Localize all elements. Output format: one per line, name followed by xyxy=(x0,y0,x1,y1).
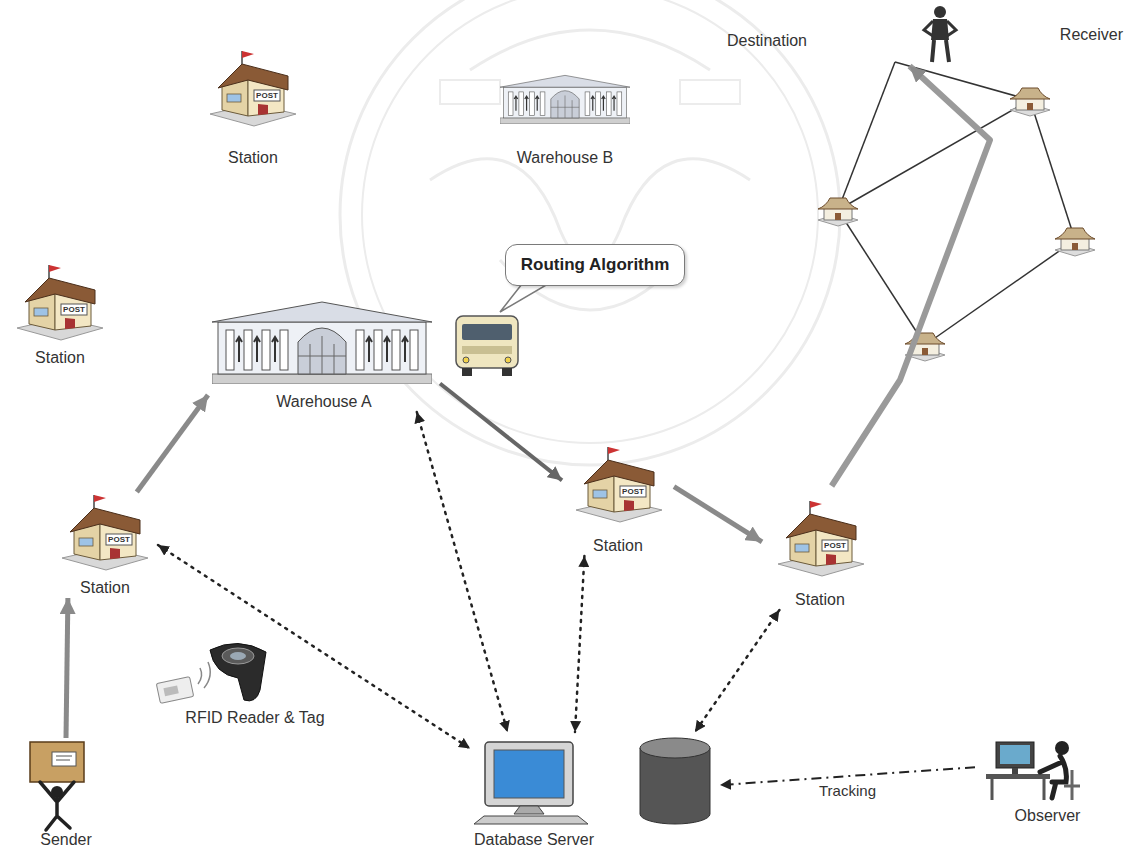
node-label: Receiver xyxy=(1060,25,1123,45)
rfid-node: RFID Reader & Tag xyxy=(150,640,360,728)
connector xyxy=(137,395,208,492)
node-label: Observer xyxy=(1015,806,1081,826)
connector xyxy=(575,556,584,732)
connector xyxy=(695,610,779,732)
edge-label: Tracking xyxy=(816,782,879,800)
network-links xyxy=(838,62,1075,345)
sender-figure xyxy=(30,742,84,830)
rfid-reader-and-tag xyxy=(156,643,266,703)
sender-node: Sender xyxy=(18,738,114,850)
connector xyxy=(832,66,990,486)
node-label: Station xyxy=(35,348,85,368)
database-server-node: Database Server xyxy=(470,732,720,850)
bus-icon xyxy=(456,316,518,376)
network-house xyxy=(1010,88,1050,116)
receiver-person xyxy=(924,6,956,62)
receiver-node: Receiver xyxy=(880,4,1127,66)
post-office-icon xyxy=(62,495,148,570)
sign-text: POST xyxy=(254,90,280,101)
station-node: Station xyxy=(562,430,674,556)
station-node: Station xyxy=(762,486,878,610)
sign-text: POST xyxy=(822,540,848,551)
network-house xyxy=(818,198,858,226)
watermark-seal xyxy=(340,0,840,465)
connector xyxy=(674,487,762,542)
observer-figure xyxy=(986,741,1080,800)
connector xyxy=(417,412,508,732)
callout-tail xyxy=(500,284,548,312)
database-server-icon xyxy=(474,738,710,824)
network-house xyxy=(1055,228,1095,256)
warehouse-icon xyxy=(212,302,432,384)
connector xyxy=(440,384,562,481)
warehouse-node: Warehouse A xyxy=(208,298,440,412)
node-label: Station xyxy=(80,578,130,598)
station-node: Station xyxy=(52,492,158,598)
node-label: Sender xyxy=(40,830,92,850)
station-node: Station xyxy=(198,44,308,168)
node-label: Database Server xyxy=(474,830,594,850)
node-label: RFID Reader & Tag xyxy=(185,708,324,728)
post-office-icon xyxy=(576,447,662,522)
post-office-icon xyxy=(210,51,296,126)
observer-node: Observer xyxy=(975,728,1120,826)
callout-bubble: Routing Algorithm xyxy=(505,244,685,286)
destination-node: Destination xyxy=(712,28,822,54)
post-office-icon xyxy=(17,265,103,340)
warehouse-icon xyxy=(500,75,630,123)
node-label: Destination xyxy=(727,31,807,51)
node-label: Routing Algorithm xyxy=(521,255,670,275)
connector xyxy=(66,598,68,738)
node-label: Warehouse B xyxy=(517,148,613,168)
sign-text: POST xyxy=(61,304,87,315)
node-label: Station xyxy=(228,148,278,168)
warehouse-node: Warehouse B xyxy=(490,70,640,168)
post-office-icon xyxy=(778,501,864,576)
station-node: Station xyxy=(8,262,112,368)
sign-text: POST xyxy=(620,486,646,497)
node-label: Warehouse A xyxy=(276,392,371,412)
sign-text: POST xyxy=(106,534,132,545)
connector xyxy=(158,545,470,749)
node-label: Station xyxy=(795,590,845,610)
node-label: Station xyxy=(593,536,643,556)
